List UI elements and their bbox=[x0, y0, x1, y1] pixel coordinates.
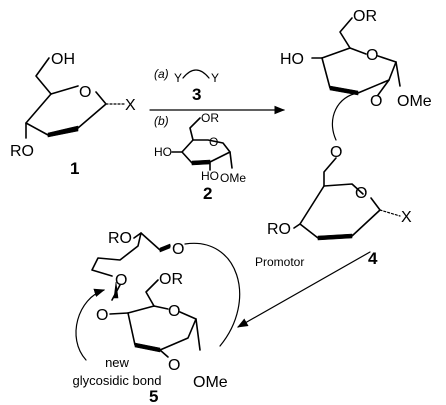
compound-4-o-linker-label: O bbox=[330, 144, 342, 161]
compound-1-structure: OH O X RO 1 bbox=[10, 51, 136, 178]
new-bond-caption-line2: glycosidic bond bbox=[73, 373, 162, 388]
compound-5-tether-arc bbox=[184, 242, 241, 347]
compound-4-structure: OR O HO OMe O O O X RO 4 bbox=[267, 8, 432, 268]
compound-4-number: 4 bbox=[368, 249, 378, 268]
svg-text:O: O bbox=[370, 93, 382, 110]
compound-1-x-label: X bbox=[125, 97, 136, 114]
compound-5-structure: RO O O OR O O O OMe new glycosidic bond … bbox=[73, 230, 241, 405]
linker-arc bbox=[182, 69, 210, 79]
compound-1-ro-label: RO bbox=[10, 143, 34, 160]
step-a-label: (a) bbox=[154, 67, 169, 81]
compound-4-x-label: X bbox=[401, 209, 412, 226]
compound-2-ho-label: HO bbox=[154, 145, 172, 159]
compound-2-ho-anomeric-label: HO bbox=[201, 169, 219, 183]
new-bond-pointer bbox=[75, 288, 106, 361]
svg-text:O: O bbox=[168, 303, 180, 320]
linker-number: 3 bbox=[192, 85, 201, 104]
new-bond-caption-line1: new bbox=[105, 355, 129, 370]
compound-5-or-label: OR bbox=[159, 271, 183, 288]
linker-y-right: Y bbox=[211, 71, 219, 85]
compound-4-tether bbox=[331, 92, 359, 141]
compound-5-ro-label: RO bbox=[108, 230, 132, 247]
compound-4-ro-label: RO bbox=[267, 221, 291, 238]
linker-y-left: Y bbox=[174, 71, 182, 85]
compound-5-number: 5 bbox=[149, 387, 158, 405]
compound-1-ring-o-label: O bbox=[79, 84, 91, 101]
step-b-label: (b) bbox=[154, 114, 169, 128]
compound-1-number: 1 bbox=[70, 159, 79, 178]
svg-text:O: O bbox=[366, 47, 378, 64]
compound-5-o-top-label: O bbox=[172, 241, 184, 258]
compound-5-o-left-label: O bbox=[96, 307, 108, 324]
compound-2-ome-label: OMe bbox=[220, 171, 246, 185]
compound-4-ome-label: OMe bbox=[397, 93, 432, 110]
svg-text:O: O bbox=[355, 185, 367, 202]
compound-2-number: 2 bbox=[203, 184, 212, 203]
reagents-group: (a) Y Y 3 (b) OR O HO HO OMe 2 bbox=[149, 67, 286, 203]
compound-1-oh-label: OH bbox=[51, 51, 75, 68]
svg-text:O: O bbox=[209, 135, 218, 149]
compound-5-ome-label: OMe bbox=[193, 374, 228, 391]
compound-2-or-label: OR bbox=[201, 111, 219, 125]
compound-4-or-label: OR bbox=[353, 8, 377, 25]
compound-2-structure: OR O HO HO OMe 2 bbox=[154, 111, 246, 203]
promotor-arrow bbox=[237, 251, 371, 328]
compound-5-o-bottom-label: O bbox=[168, 357, 180, 374]
compound-5-o-mid-label: O bbox=[115, 272, 127, 289]
promotor-label: Promotor bbox=[255, 255, 304, 269]
compound-4-ho-label: HO bbox=[280, 51, 304, 68]
